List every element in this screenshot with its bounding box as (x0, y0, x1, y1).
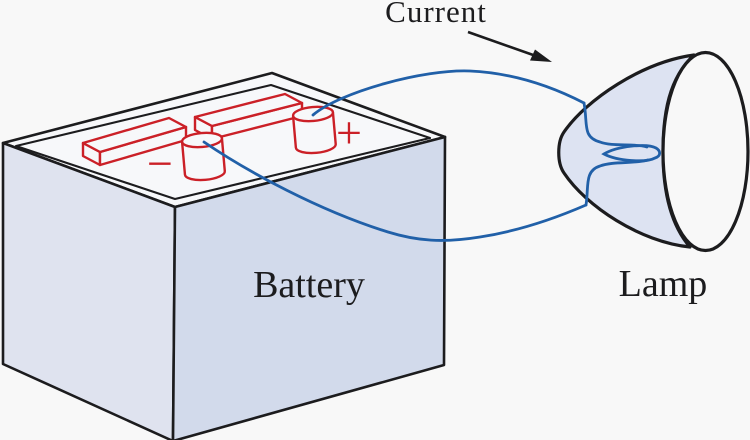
terminal-plate-left (81, 116, 188, 167)
current-arrowhead-icon (530, 49, 552, 62)
negative-post-top (180, 131, 224, 149)
terminal-plate-left-top (81, 116, 188, 154)
wire-positive (311, 69, 586, 117)
battery-top-inner-rim (14, 83, 432, 201)
filament-lower-lead (584, 158, 650, 207)
polarity-minus-label: − (147, 138, 173, 189)
terminal-post-negative (180, 131, 227, 182)
lamp (557, 50, 750, 253)
battery-left-face (1, 141, 177, 440)
current-arrow-shaft (467, 30, 537, 58)
battery-box (1, 71, 447, 440)
polarity-plus-label: + (336, 107, 362, 158)
lamp-label: Lamp (619, 263, 708, 305)
current-label: Current (385, 0, 487, 29)
filament-loop (601, 144, 662, 163)
battery-front-face (171, 135, 447, 440)
battery-label: Battery (253, 264, 365, 306)
battery-terminals (81, 92, 337, 182)
current-arrow (467, 30, 552, 62)
terminal-plate-right-top (193, 92, 304, 128)
positive-post-body (291, 112, 337, 155)
lamp-rim (661, 50, 750, 253)
circuit-wires (202, 69, 662, 242)
wire-negative (202, 140, 588, 242)
